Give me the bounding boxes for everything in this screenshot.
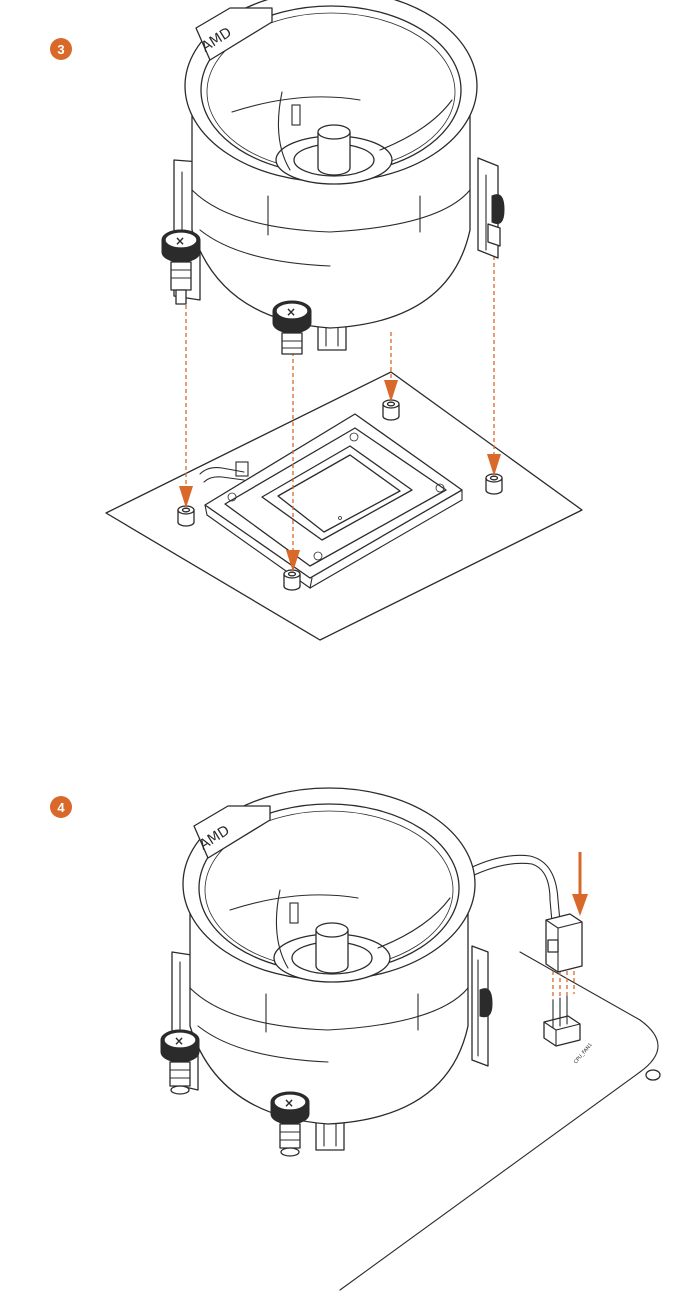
step-3-illustration: AMD × ×: [105, 0, 583, 641]
cpu-socket: [199, 413, 463, 589]
motherboard-plate: [339, 951, 659, 1291]
spring-screws: × ×: [161, 194, 505, 355]
svg-text:×: ×: [286, 305, 296, 319]
svg-text:×: ×: [284, 1096, 294, 1110]
svg-text:×: ×: [174, 1034, 184, 1048]
step-4-number: 4: [57, 799, 65, 815]
cpu-fan-header: CPU_FAN1: [543, 995, 594, 1065]
down-arrow-icons: [179, 380, 501, 572]
cpu-cooler: AMD: [173, 0, 499, 351]
cpu-fan-header-label: CPU_FAN1: [573, 1042, 594, 1065]
cpu-cooler: AMD: [171, 787, 489, 1151]
step-4-badge: 4: [50, 796, 72, 818]
svg-text:×: ×: [175, 234, 185, 248]
fan-connector-plug: [545, 913, 583, 973]
fan-cable: [461, 854, 561, 923]
step-3-number: 3: [57, 41, 65, 57]
alignment-guides: [185, 228, 495, 552]
down-arrow-icon: [572, 852, 588, 916]
standoffs: [177, 399, 503, 591]
spring-screws: × ×: [160, 988, 493, 1157]
step-3-badge: 3: [50, 38, 72, 60]
step-4-illustration: CPU_FAN1 AMD: [160, 787, 661, 1291]
connector-guides: [552, 964, 575, 1000]
